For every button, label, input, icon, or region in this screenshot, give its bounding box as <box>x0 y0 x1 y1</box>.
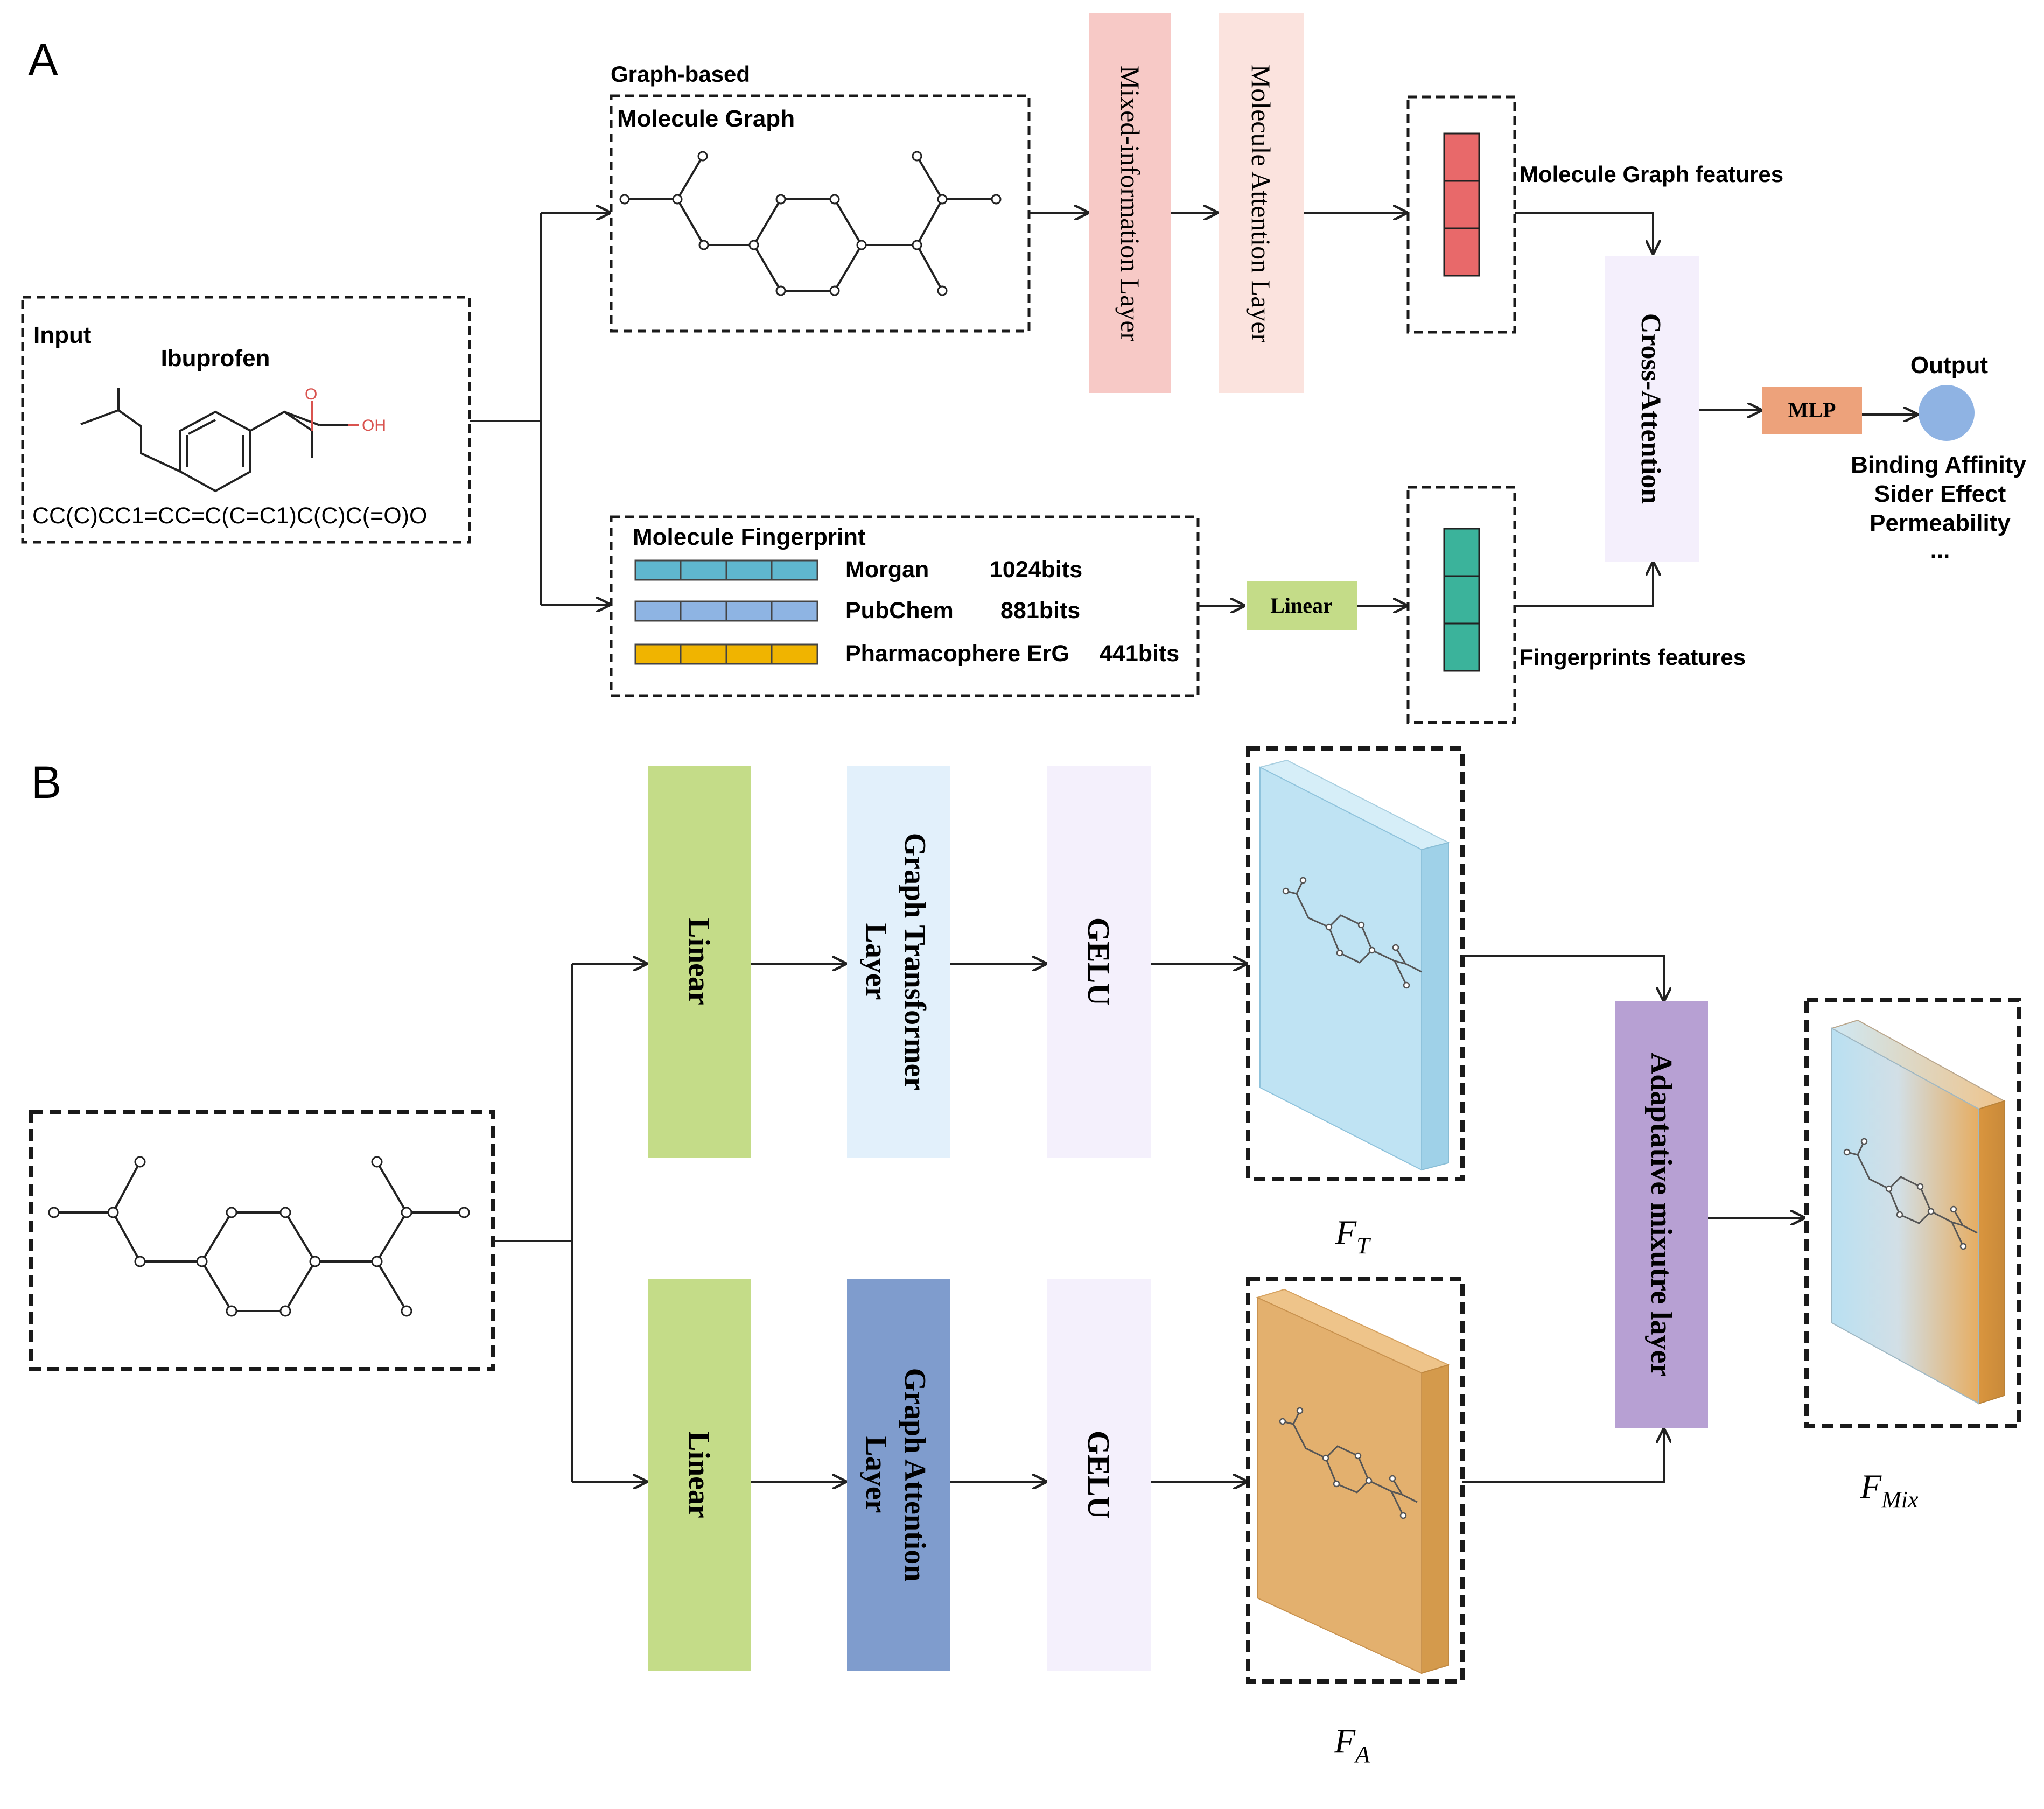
linear-a-block <box>1247 581 1357 630</box>
linear-top-block <box>648 766 751 1158</box>
graph-feature-vector <box>1443 132 1480 277</box>
smiles-string: CC(C)CC1=CC=C(C=C1)C(C)C(=O)O <box>32 503 427 529</box>
input-title: Input <box>33 322 92 348</box>
gelu-bottom-label: GELU <box>1081 1431 1116 1519</box>
fingerprint-bits-pubchem: 881bits <box>1000 598 1080 623</box>
gelu-top-label: GELU <box>1081 917 1116 1006</box>
ft-molecule <box>1282 877 1422 989</box>
fingerprint-name-erg: Pharmacophere ErG <box>845 641 1069 667</box>
panel-b-label: B <box>31 757 61 808</box>
gelu-bottom-block <box>1047 1279 1151 1671</box>
mlp-label: MLP <box>1788 398 1836 422</box>
fmix-label: FMix <box>1860 1467 1919 1513</box>
graph-features-label: Molecule Graph features <box>1520 162 1783 187</box>
fingerprint-bits-morgan: 1024bits <box>990 557 1082 583</box>
output-item-ellipsis: ... <box>1930 537 1950 563</box>
molecule-graph-box: Molecule Graph <box>610 94 1031 333</box>
output-title: Output <box>1910 352 1989 378</box>
fa-label: FA <box>1334 1722 1370 1768</box>
output-item-binding-affinity: Binding Affinity <box>1851 452 2026 478</box>
adaptative-mixture-layer-label: Adaptative mixutre layer <box>1644 1053 1678 1377</box>
graph-attention-layer-line1: Graph Attention <box>898 1368 932 1582</box>
cross-attention-block <box>1605 256 1699 562</box>
input-graph-box <box>29 1110 495 1371</box>
graph-attention-layer <box>847 1279 950 1671</box>
graph-based-caption: Graph-based <box>611 61 750 87</box>
fingerprint-name-morgan: Morgan <box>845 557 929 583</box>
output-circle <box>1919 385 1975 441</box>
ibuprofen-structure: O OH <box>80 385 386 493</box>
graph-attention-layer-line2: Layer <box>859 1436 893 1513</box>
ft-label: FT <box>1335 1213 1371 1259</box>
molecule-graph-title: Molecule Graph <box>617 106 795 132</box>
molecule-attention-layer <box>1219 13 1304 393</box>
hydroxyl-label: OH <box>362 417 386 434</box>
linear-top-label: Linear <box>682 918 716 1005</box>
panel-a-label: A <box>28 34 58 85</box>
output-item-permeability: Permeability <box>1870 510 2011 536</box>
fingerprint-row-erg: Pharmacophere ErG 441bits <box>634 641 1179 667</box>
graph-transformer-layer <box>847 766 950 1158</box>
graph-transformer-layer-line2: Layer <box>859 923 893 1000</box>
fingerprint-row-morgan: Morgan 1024bits <box>634 557 1082 583</box>
adaptative-mixture-layer <box>1615 1001 1708 1428</box>
fingerprint-name-pubchem: PubChem <box>845 598 954 623</box>
feature-block-ft <box>1246 746 1465 1181</box>
molecule-fingerprint-box: Molecule Fingerprint Morgan 1024bits Pub… <box>610 515 1200 697</box>
fingerprint-features-label: Fingerprints features <box>1520 644 1746 670</box>
molecule-name: Ibuprofen <box>161 345 270 371</box>
fa-molecule <box>1279 1407 1418 1519</box>
input-box: Input Ibuprofen O OH CC(C)CC1=CC=C(C=C1)… <box>21 296 471 544</box>
oxygen-label: O <box>305 385 317 403</box>
linear-a-label: Linear <box>1270 593 1333 618</box>
molecule-graph-structure <box>619 151 1002 296</box>
fingerprint-row-pubchem: PubChem 881bits <box>634 598 1080 623</box>
gelu-top-block <box>1047 766 1151 1158</box>
fingerprint-bits-erg: 441bits <box>1100 641 1179 667</box>
output-item-sider-effect: Sider Effect <box>1874 481 2006 507</box>
mixed-information-layer-label: Mixed-information Layer <box>1115 66 1145 342</box>
graph-transformer-layer-line1: Graph Transformer <box>898 833 932 1091</box>
cross-attention-label: Cross-Attention <box>1635 313 1666 504</box>
feature-block-fmix <box>1804 998 2021 1428</box>
linear-bottom-block <box>648 1279 751 1671</box>
fmix-molecule <box>1843 1138 1978 1250</box>
feature-block-fa <box>1246 1277 1465 1684</box>
molecule-attention-layer-label: Molecule Attention Layer <box>1246 65 1276 343</box>
graph-features-box <box>1406 95 1516 334</box>
linear-bottom-label: Linear <box>682 1431 716 1518</box>
mlp-block <box>1762 387 1862 434</box>
mixed-information-layer <box>1089 13 1171 393</box>
fingerprint-feature-vector <box>1443 528 1480 672</box>
fingerprint-title: Molecule Fingerprint <box>633 524 866 550</box>
